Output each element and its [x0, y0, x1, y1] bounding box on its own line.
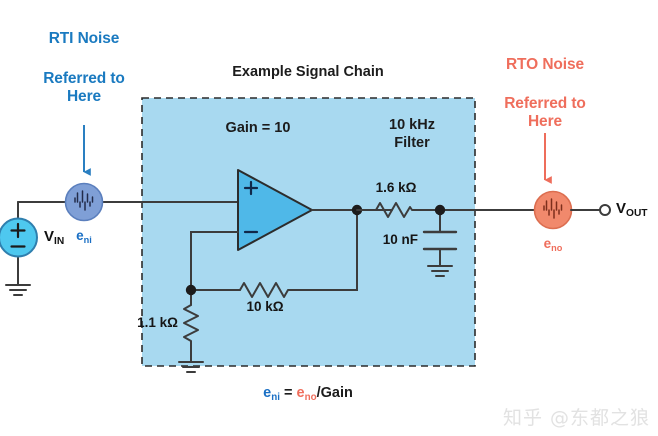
junction-dot-inverting — [185, 284, 197, 296]
eno-sub: no — [551, 242, 563, 253]
gain-resistor-symbol — [183, 304, 199, 344]
input-voltage-label: VIN — [44, 228, 65, 247]
rto-referred-line1: Referred to — [504, 95, 586, 112]
ground-icon-input — [5, 284, 31, 296]
eno-base: e — [543, 236, 552, 251]
filter-capacitor-symbol — [422, 230, 458, 251]
input-source-group — [17, 201, 66, 286]
rti-referred-line2: Here — [66, 88, 102, 105]
rti-noise-source-label: eni — [76, 228, 92, 245]
rto-noise-source-label: eno — [543, 236, 563, 253]
rto-referred-line2: Here — [527, 113, 563, 130]
noise-waveform-icon-in — [74, 190, 94, 211]
filter-resistor-symbol — [375, 202, 417, 218]
formula-lhs-sub: ni — [271, 391, 280, 403]
filter-heading-line2: Filter — [394, 135, 430, 151]
rto-noise-heading: RTO Noise — [505, 56, 585, 73]
feedback-resistor-value: 10 kΩ — [246, 299, 284, 314]
formula-rhs: e — [296, 385, 305, 401]
formula-rhs-sub: no — [304, 391, 317, 403]
vin-sub: IN — [54, 235, 65, 247]
opamp-input-markers — [243, 180, 259, 234]
eni-sub: ni — [83, 234, 92, 245]
gain-resistor-value: 1.1 kΩ — [137, 315, 178, 330]
filter-capacitor-value: 10 nF — [382, 232, 418, 247]
filter-resistor-value: 1.6 kΩ — [375, 180, 417, 195]
formula-equals: = — [279, 385, 297, 401]
vin-base: V — [44, 228, 55, 245]
eni-base: e — [76, 228, 84, 243]
formula-tail: /Gain — [316, 385, 353, 401]
rti-noise-heading: RTI Noise — [48, 30, 120, 47]
rti-referred-line1: Referred to — [43, 70, 125, 87]
vout-base: V — [616, 200, 627, 217]
formula-lhs: e — [263, 385, 272, 401]
rti-noise-source-symbol — [64, 182, 104, 222]
opamp-gain-label: Gain = 10 — [225, 120, 291, 136]
source-polarity-icon — [10, 222, 26, 248]
output-voltage-label: VOUT — [616, 200, 648, 219]
output-terminal-icon — [599, 204, 611, 216]
noise-formula: eni = eno/Gain — [263, 385, 353, 403]
ground-icon-capacitor — [427, 265, 453, 277]
junction-dot-filter-output — [434, 204, 446, 216]
feedback-resistor-symbol — [239, 282, 291, 298]
watermark: 知乎 @东都之狼 — [502, 407, 650, 429]
opamp-triangle — [237, 169, 313, 251]
vout-sub: OUT — [626, 207, 648, 219]
diagram-title: Example Signal Chain — [232, 64, 384, 80]
ground-icon-gain-resistor — [178, 361, 204, 373]
noise-waveform-icon-out — [543, 198, 563, 219]
filter-heading-line1: 10 kHz — [389, 117, 435, 133]
rto-noise-source-symbol — [533, 190, 573, 230]
